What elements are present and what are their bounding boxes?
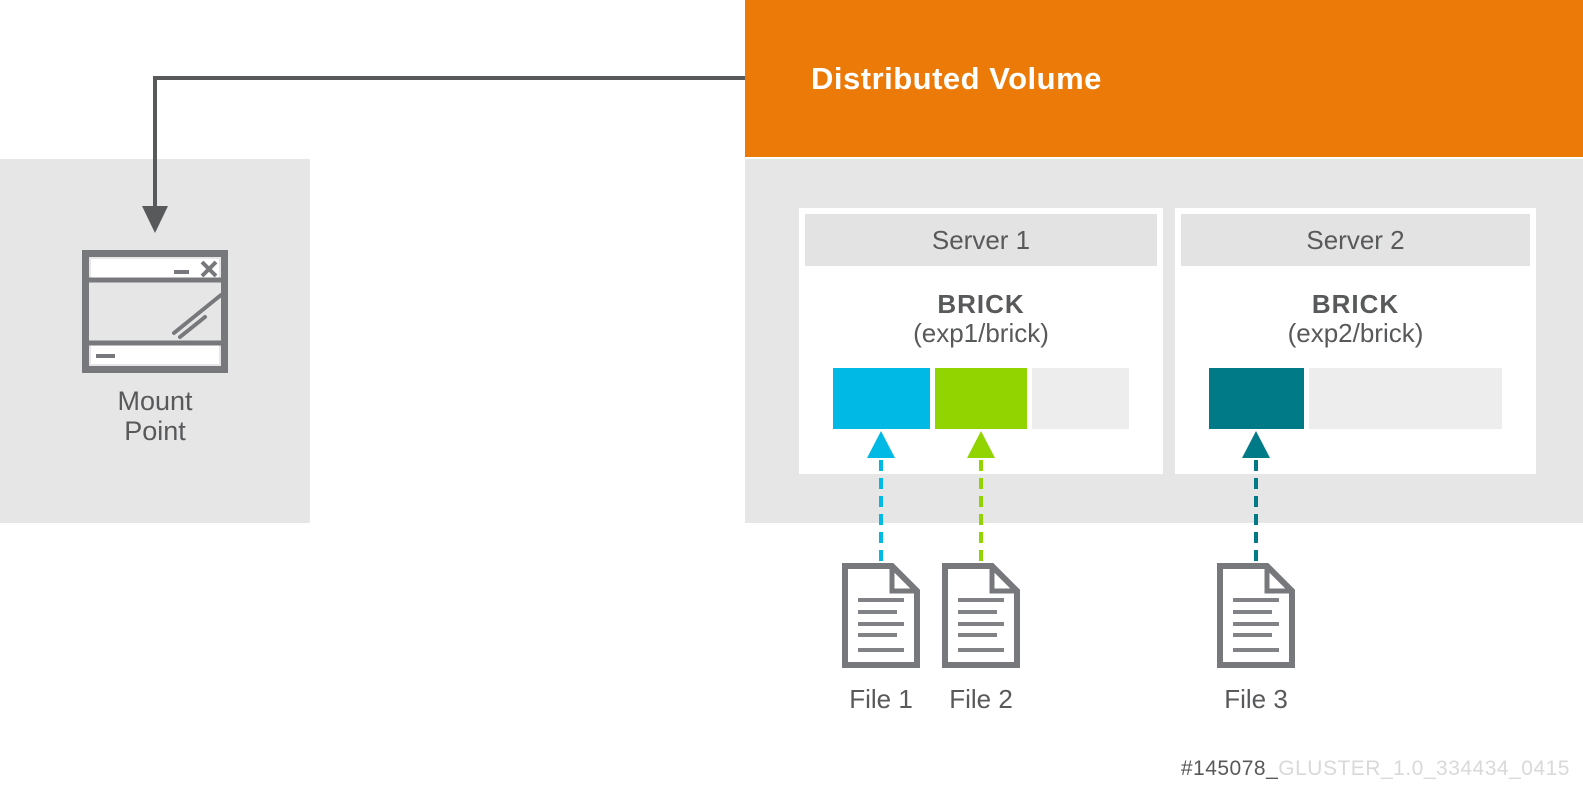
connector-vertical-line	[153, 76, 157, 207]
watermark-suffix: GLUSTER_1.0_334434_0415	[1278, 757, 1570, 780]
file2-document-icon	[942, 563, 1020, 668]
watermark-id: #145078_	[1180, 757, 1279, 780]
server2-card: Server 2 BRICK (exp2/brick)	[1175, 208, 1536, 474]
server2-segment-file3	[1209, 368, 1304, 429]
server2-title: Server 2	[1181, 214, 1530, 266]
server2-brick-label: BRICK	[1311, 289, 1400, 319]
file2-label: File 2	[949, 684, 1013, 714]
server1-segment-file2	[935, 368, 1027, 429]
server1-segment-file1	[833, 368, 930, 429]
file1-arrowhead-icon	[867, 431, 895, 458]
server1-card: Server 1 BRICK (exp1/brick)	[799, 208, 1163, 474]
server1-title: Server 1	[805, 214, 1157, 266]
file1-document-icon	[842, 563, 920, 668]
server1-brick-label: BRICK	[937, 289, 1025, 319]
server1-brick-path: (exp1/brick)	[913, 318, 1049, 348]
file3-document-icon	[1217, 563, 1295, 668]
server1-segment-empty	[1032, 368, 1129, 429]
server2-brick-bar	[1209, 368, 1502, 429]
server2-brick-block: BRICK (exp2/brick)	[1175, 290, 1536, 348]
file2-arrow	[967, 431, 995, 562]
connector-arrowhead-icon	[142, 206, 168, 233]
distributed-volume-banner: Distributed Volume	[745, 0, 1583, 157]
file3-arrowhead-icon	[1242, 431, 1270, 458]
file2-arrowhead-icon	[967, 431, 995, 458]
server1-brick-bar	[833, 368, 1129, 429]
file1-label: File 1	[849, 684, 913, 714]
watermark: #145078_GLUSTER_1.0_334434_0415	[1181, 757, 1570, 781]
server2-brick-path: (exp2/brick)	[1287, 318, 1424, 348]
file1-arrow	[867, 431, 895, 562]
mount-point-label: Mount Point	[117, 386, 193, 446]
file1-dashed-line	[879, 460, 883, 562]
file3-label: File 3	[1224, 684, 1288, 714]
file2-dashed-line	[979, 460, 983, 562]
connector-horizontal-line	[153, 76, 745, 80]
banner-title: Distributed Volume	[811, 60, 1102, 96]
browser-window-icon	[82, 250, 228, 373]
file3-dashed-line	[1254, 460, 1258, 562]
server1-brick-block: BRICK (exp1/brick)	[799, 290, 1163, 348]
server2-segment-empty	[1309, 368, 1502, 429]
file3-arrow	[1242, 431, 1270, 562]
